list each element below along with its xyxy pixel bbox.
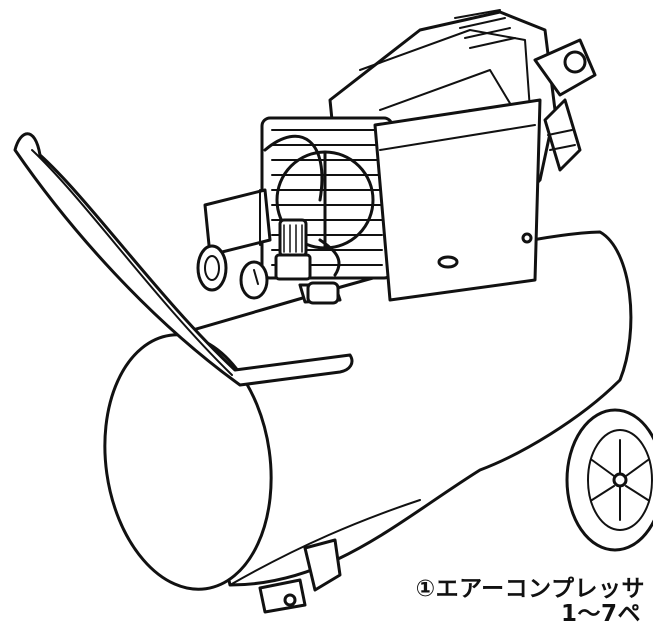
tank-end-cap <box>103 333 273 591</box>
caption: ①エアーコンプレッサ 1～7ペ <box>416 577 645 627</box>
air-hose <box>263 134 341 277</box>
cover-screw <box>521 232 533 244</box>
front-cover <box>373 98 542 302</box>
pressure-gauge-left <box>196 244 228 292</box>
caption-title: ①エアーコンプレッサ <box>415 576 645 602</box>
handle <box>13 132 354 387</box>
cover-latch <box>437 255 459 269</box>
wheel <box>565 408 653 552</box>
pressure-gauge-front <box>239 260 269 300</box>
quick-coupler <box>298 281 342 305</box>
regulator-knob <box>274 218 312 281</box>
tank <box>103 230 633 591</box>
pressure-switch <box>203 188 272 257</box>
front-foot <box>258 538 342 614</box>
outlet-flange <box>533 38 597 172</box>
caption-pages: 1～7ペ <box>560 601 641 627</box>
